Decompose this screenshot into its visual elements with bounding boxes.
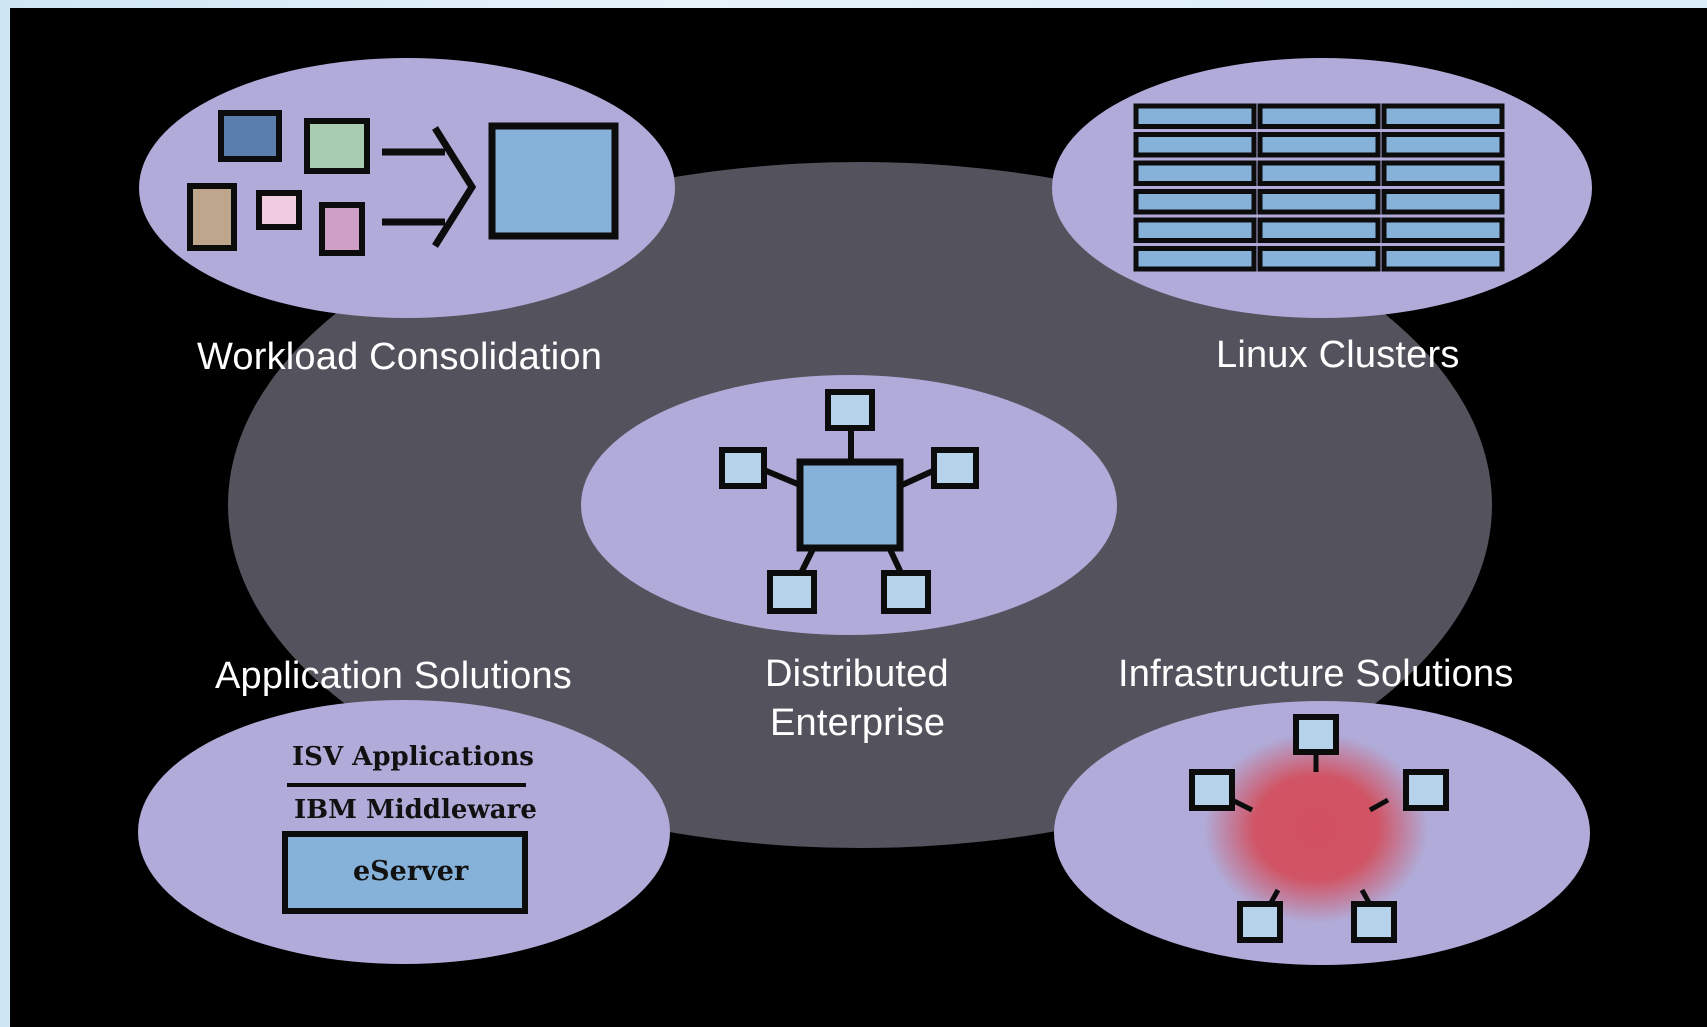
server-box-tan (187, 183, 237, 251)
red-glow-cloud (1204, 733, 1428, 923)
distributed-enterprise-bubble (581, 375, 1117, 635)
infrastructure-solutions-bubble (1054, 701, 1590, 965)
cluster-server-unit (1381, 189, 1505, 215)
server-box-green (304, 118, 370, 174)
node-box-top (825, 389, 875, 431)
cluster-server-unit (1381, 132, 1505, 158)
cluster-server-unit (1381, 103, 1505, 129)
infra-node-left (1189, 769, 1235, 811)
linux-clusters-bubble (1052, 58, 1592, 318)
application-solutions-bubble (138, 700, 670, 964)
cluster-server-unit (1133, 160, 1257, 186)
cluster-server-grid (1133, 103, 1505, 272)
cluster-server-unit (1381, 217, 1505, 243)
label-distributed-line1: Distributed (765, 653, 949, 695)
workload-consolidation-bubble (139, 58, 675, 318)
label-infrastructure-solutions: Infrastructure Solutions (1118, 653, 1514, 695)
server-box-magenta (319, 202, 365, 256)
infra-node-bottom-right (1351, 901, 1397, 943)
infra-node-top (1293, 714, 1339, 755)
cluster-server-unit (1133, 217, 1257, 243)
cluster-server-unit (1133, 246, 1257, 272)
label-isv-applications: ISV Applications (292, 742, 534, 772)
label-linux-clusters: Linux Clusters (1216, 334, 1460, 376)
label-eserver: eServer (353, 856, 469, 887)
linux-ellipse (1052, 58, 1592, 318)
cluster-server-unit (1257, 217, 1381, 243)
server-box-pink (256, 190, 302, 230)
node-box-right (931, 447, 979, 489)
eserver-box (282, 831, 528, 914)
cluster-server-unit (1381, 160, 1505, 186)
infra-node-bottom-left (1237, 901, 1283, 943)
cluster-server-unit (1381, 246, 1505, 272)
cluster-server-unit (1133, 132, 1257, 158)
cluster-server-unit (1257, 246, 1381, 272)
infra-node-right (1403, 769, 1449, 811)
node-box-bottom-left (767, 570, 817, 614)
cluster-server-unit (1133, 103, 1257, 129)
cluster-server-unit (1257, 189, 1381, 215)
label-application-solutions: Application Solutions (215, 655, 572, 697)
node-box-bottom-right (881, 570, 931, 614)
server-box-dark-blue (218, 110, 282, 162)
cluster-server-unit (1257, 160, 1381, 186)
cluster-server-unit (1257, 132, 1381, 158)
cluster-server-unit (1257, 103, 1381, 129)
hub-server-box (796, 458, 904, 552)
cluster-server-unit (1133, 189, 1257, 215)
consolidation-arrow-icon (382, 126, 477, 248)
consolidated-server-box (488, 122, 619, 240)
label-distributed-line2: Enterprise (770, 702, 946, 744)
label-ibm-middleware: IBM Middleware (294, 795, 537, 825)
node-box-left (719, 447, 767, 489)
label-workload-consolidation: Workload Consolidation (197, 336, 603, 378)
